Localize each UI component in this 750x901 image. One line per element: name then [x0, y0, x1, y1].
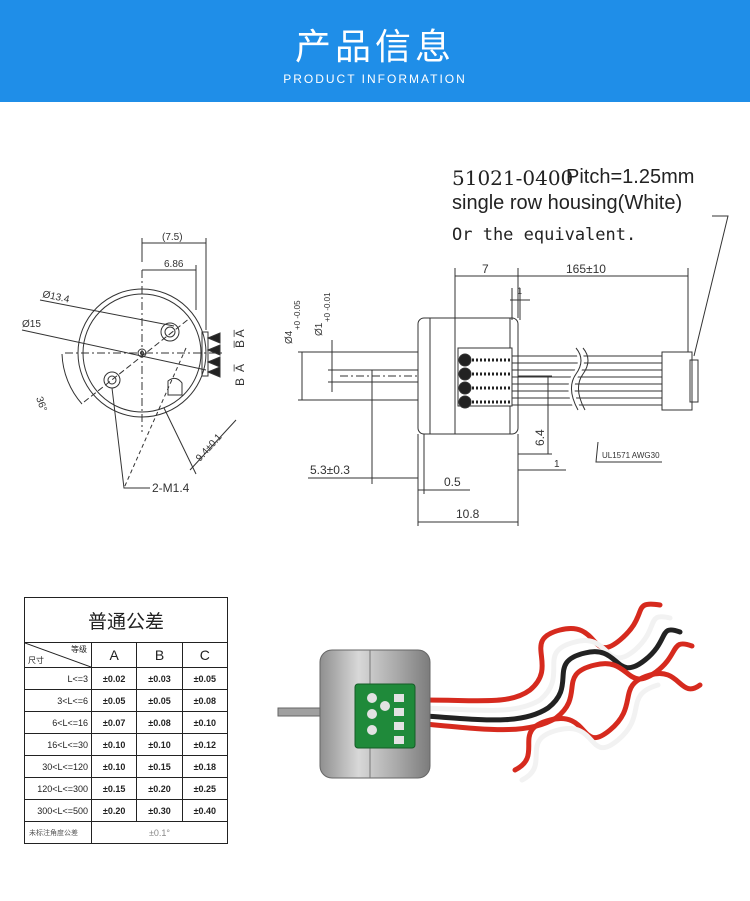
dim-d4: Ø4	[284, 330, 295, 344]
table-row: 3<L<=6±0.05±0.05±0.08	[24, 689, 229, 712]
table-footer-label: 未标注角度公差	[24, 821, 92, 844]
cell-b: ±0.05	[136, 689, 183, 712]
motor-product-illustration	[277, 601, 703, 783]
table-row: 16<L<=30±0.10±0.10±0.12	[24, 733, 229, 756]
dim-2-m1-4: 2-M1.4	[152, 481, 190, 495]
dim-5-3: 5.3±0.3	[310, 463, 350, 477]
cell-c: ±0.12	[181, 733, 229, 756]
table-row: 30<L<=120±0.10±0.15±0.18	[24, 755, 229, 778]
corner-diagonal	[25, 643, 91, 667]
pin-label-top: B̅ A̅	[233, 329, 247, 348]
cell-b: ±0.20	[136, 777, 183, 800]
dim-36-deg: 36°	[33, 395, 49, 413]
pin-label-bottom-b: B	[233, 378, 247, 386]
dim-1-right: 1	[554, 459, 560, 470]
table-row: L<=3±0.02±0.03±0.05	[24, 667, 229, 690]
cell-a: ±0.02	[90, 667, 138, 690]
banner-title: 产品信息	[294, 27, 455, 68]
cell-a: ±0.05	[90, 689, 138, 712]
row-range: L<=3	[24, 667, 92, 690]
row-range: 30<L<=120	[24, 755, 92, 778]
dim-9-4: 9.4±0.1	[194, 432, 225, 464]
cell-a: ±0.07	[90, 711, 138, 734]
col-header-b: B	[136, 642, 183, 668]
dim-7: 7	[482, 262, 489, 276]
cell-c: ±0.05	[181, 667, 229, 690]
tolerance-table: 普通公差 等级 尺寸 A B C L<=3±0.02±0.03±0.05 3<L…	[24, 597, 229, 844]
dim-d1: Ø1	[314, 322, 325, 336]
cell-b: ±0.03	[136, 667, 183, 690]
table-row: 6<L<=16±0.07±0.08±0.10	[24, 711, 229, 734]
row-range: 3<L<=6	[24, 689, 92, 712]
cell-c: ±0.25	[181, 777, 229, 800]
cable-bundle	[512, 355, 662, 406]
dim-6-4: 6.4	[533, 429, 547, 446]
dim-d15: Ø15	[22, 319, 41, 330]
connector-housing-drawing	[661, 351, 693, 411]
cable-spec-label: UL1571 AWG30	[602, 451, 660, 460]
technical-drawing: (7.5) 6.86 Ø13.4 Ø15 36° 9.4±0.1 2-M1.4 …	[21, 215, 729, 526]
cell-b: ±0.15	[136, 755, 183, 778]
connector-pitch: Pitch=1.25mm	[566, 166, 695, 188]
dim-165: 165±10	[566, 262, 606, 276]
table-row: 300<L<=500±0.20±0.30±0.40	[24, 799, 229, 822]
col-header-a: A	[90, 642, 138, 668]
pin-label-bottom-a: A̅	[233, 364, 247, 372]
dim-6-86: 6.86	[164, 259, 184, 270]
corner-bottom-label: 尺寸	[28, 656, 44, 665]
row-range: 16<L<=30	[24, 733, 92, 756]
connector-equivalent: Or the equivalent.	[452, 225, 637, 245]
coiled-wires	[422, 601, 703, 783]
cell-b: ±0.30	[136, 799, 183, 822]
cell-c: ±0.08	[181, 689, 229, 712]
cell-a: ±0.20	[90, 799, 138, 822]
header-banner: 产品信息 PRODUCT INFORMATION	[0, 0, 750, 102]
table-footer-value: ±0.1°	[91, 821, 228, 844]
connector-housing: single row housing(White)	[452, 192, 683, 214]
corner-top-label: 等级	[71, 645, 87, 654]
dim-0-5: 0.5	[444, 475, 461, 489]
table-row: 120<L<=300±0.15±0.20±0.25	[24, 777, 229, 800]
cell-c: ±0.40	[181, 799, 229, 822]
tolerance-table-title: 普通公差	[24, 597, 228, 643]
cell-b: ±0.08	[136, 711, 183, 734]
dim-7-5: (7.5)	[162, 232, 183, 243]
table-corner-cell: 等级 尺寸	[24, 642, 92, 668]
dim-1-top: 1	[517, 286, 522, 296]
product-pcb	[354, 683, 416, 749]
cell-c: ±0.18	[181, 755, 229, 778]
cell-a: ±0.15	[90, 777, 138, 800]
col-header-c: C	[181, 642, 229, 668]
row-range: 300<L<=500	[24, 799, 92, 822]
row-range: 120<L<=300	[24, 777, 92, 800]
connector-part-number: 51021-0400	[452, 166, 574, 190]
cell-a: ±0.10	[90, 733, 138, 756]
banner-subtitle: PRODUCT INFORMATION	[283, 72, 467, 86]
cell-a: ±0.10	[90, 755, 138, 778]
cell-c: ±0.10	[181, 711, 229, 734]
cell-b: ±0.10	[136, 733, 183, 756]
row-range: 6<L<=16	[24, 711, 92, 734]
dim-d1-tolerance: +0 -0.01	[323, 292, 332, 322]
dim-10-8: 10.8	[456, 507, 480, 521]
dim-d4-tolerance: +0 -0.05	[293, 300, 302, 330]
